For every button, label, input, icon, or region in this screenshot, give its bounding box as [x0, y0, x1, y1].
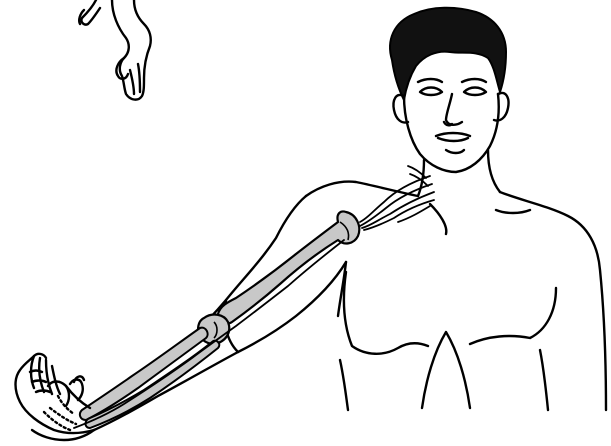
hair	[390, 8, 506, 100]
small-hand-drawing	[79, 0, 151, 100]
humerus-bone	[218, 211, 359, 323]
head	[390, 8, 508, 196]
radius-bone	[80, 328, 208, 420]
nerve-plexus	[360, 166, 434, 230]
hand-drawing	[16, 354, 95, 440]
